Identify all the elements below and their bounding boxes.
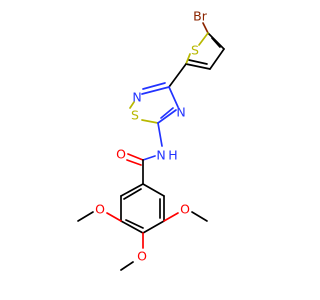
atom-methoxy-oxygen-left: O: [95, 202, 105, 217]
bond-thiophene-thiadiazole: [168, 63, 187, 88]
bond-br-c: [202, 22, 209, 34]
atom-thiadiazole-n2: N: [132, 90, 141, 105]
bond-carbonyl-o-double: [126, 159, 142, 166]
bond-thiadiazole-c5-n4-double: [160, 107, 174, 119]
bond-thiophene-c5-c4-double: [211, 37, 221, 48]
bonds: [77, 22, 225, 271]
molecule-structure-diagram: Br S N N S N H O O O O: [77, 9, 225, 271]
atom-carbonyl-oxygen: O: [116, 147, 126, 162]
bond-thiophene-c3-c2: [185, 63, 211, 70]
atom-labels: Br S N N S N H O O O O: [95, 9, 208, 264]
bond-thiadiazole-n2-s1: [129, 101, 135, 109]
bond-carbonyl-o: [127, 153, 144, 161]
atom-amide-hydrogen: H: [168, 148, 177, 163]
bond-nh-carbonyl: [142, 155, 156, 161]
bond-left-o-ch3: [77, 211, 94, 222]
bond-thiophene-c5-s: [198, 32, 209, 46]
bond-benzene-c3-c4-double: [125, 219, 144, 229]
atom-methoxy-oxygen-right: O: [180, 202, 190, 217]
bond-right-ring-o: [163, 212, 179, 222]
atom-amide-nitrogen: N: [156, 148, 165, 163]
bond-benzene-c4-c5: [142, 220, 165, 234]
bond-thiadiazole-s1-c5: [141, 119, 159, 124]
bond-left-ring-o: [106, 212, 122, 222]
bond-thiophene-c4-c3: [209, 48, 225, 70]
bond-thiadiazole-c3-n4: [168, 86, 179, 108]
bond-c5-nh: [157, 122, 163, 147]
bond-benzene-c1-c2-double: [123, 188, 142, 200]
atom-methoxy-oxygen-bottom: O: [137, 249, 147, 264]
atom-thiophene-sulfur: S: [191, 43, 199, 58]
bond-thiadiazole-c3-n2-double: [142, 82, 166, 90]
bond-benzene-c1-c2: [120, 183, 144, 197]
bond-benzene-c6-c1: [142, 183, 165, 197]
bond-thiadiazole-c3-n2: [141, 86, 170, 95]
bond-benzene-c3-c4: [120, 220, 144, 234]
bond-right-o-ch3: [191, 211, 208, 222]
atom-thiadiazole-n4: N: [176, 105, 185, 120]
bond-bottom-o-ch3: [120, 261, 134, 271]
bond-thiophene-c3-c2-double: [188, 59, 208, 65]
atom-bromine: Br: [193, 9, 208, 24]
atom-thiadiazole-sulfur: S: [131, 108, 139, 123]
bond-thiadiazole-c5-n4: [157, 109, 177, 124]
bond-thiophene-c5-c4: [207, 32, 225, 50]
bond-thiophene-c2-s: [185, 53, 191, 65]
